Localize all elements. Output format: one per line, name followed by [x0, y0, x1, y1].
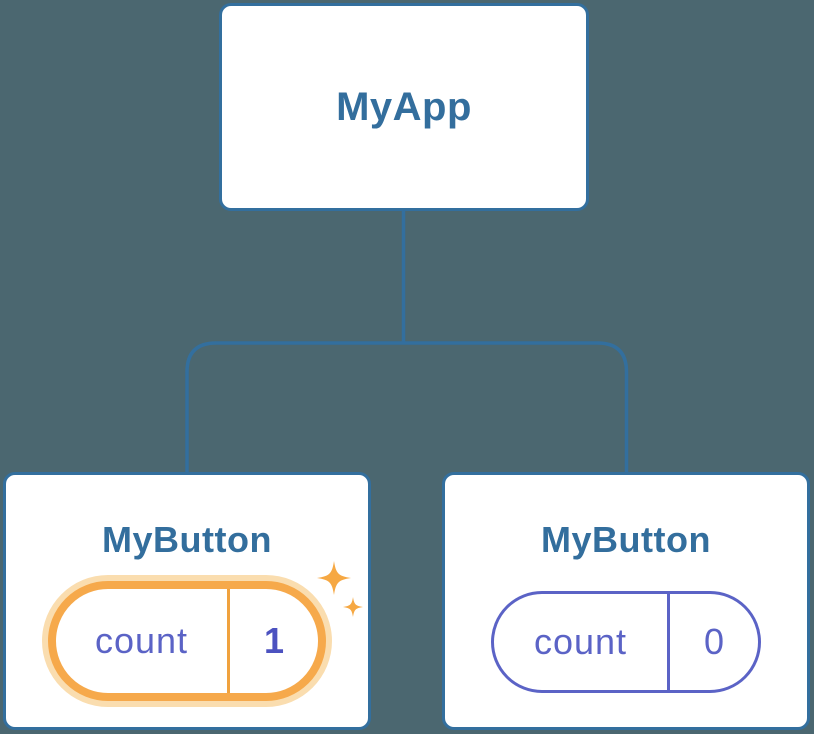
child-node-label: MyButton [541, 519, 711, 560]
state-key-label: count [94, 620, 189, 661]
state-value: 1 [227, 589, 318, 693]
child-node-label: MyButton [102, 519, 272, 560]
state-value: 0 [667, 594, 758, 690]
connector-branch-right [403, 341, 629, 474]
sparkle-large-star [317, 561, 351, 595]
state-pill: count 0 [491, 591, 761, 693]
connector-branch-left [185, 341, 404, 474]
sparkle-small-star [343, 597, 363, 617]
state-pill-highlighted: count 1 [48, 581, 326, 701]
tree-node-mybutton-left: MyButton count 1 [3, 472, 371, 730]
sparkle-icon [317, 561, 363, 617]
root-node-label: MyApp [336, 84, 472, 129]
tree-node-root: MyApp [219, 3, 589, 211]
state-key-label: count [533, 621, 628, 662]
tree-node-mybutton-right: MyButton count 0 [442, 472, 810, 730]
